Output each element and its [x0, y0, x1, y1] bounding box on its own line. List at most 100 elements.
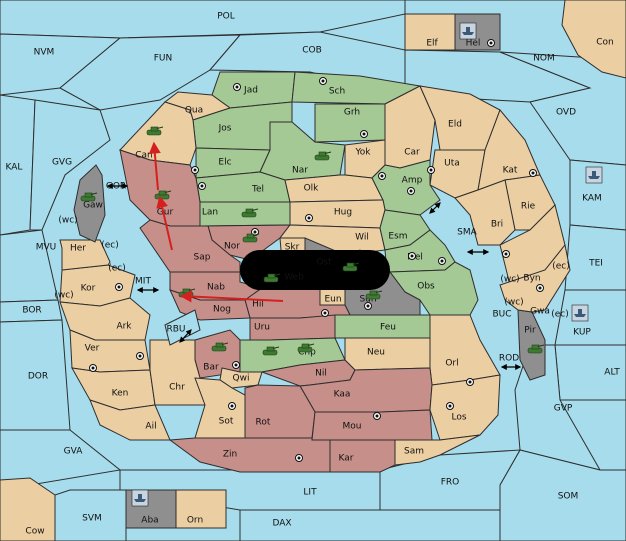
region-rot[interactable] — [244, 384, 316, 439]
region-lak[interactable] — [164, 309, 201, 346]
region-label: Ken — [112, 389, 129, 399]
region-sam[interactable] — [394, 434, 481, 466]
supply-center-icon — [232, 361, 240, 369]
region-label: Amp — [402, 176, 423, 186]
strait-label: MIT — [135, 277, 151, 287]
region-gaw[interactable] — [73, 164, 106, 243]
army-unit-icon[interactable] — [314, 151, 332, 161]
region-los[interactable] — [429, 374, 501, 441]
fleet-unit-icon[interactable] — [585, 166, 603, 184]
supply-center-icon — [446, 402, 454, 410]
supply-center-icon — [438, 257, 446, 265]
region-label: Sun — [359, 295, 376, 305]
region-label: Sot — [219, 417, 234, 427]
region-label: DOR — [28, 372, 48, 382]
region-label: GVP — [554, 404, 573, 414]
region-gwa[interactable] — [499, 243, 571, 313]
move-order-arrow — [148, 141, 161, 191]
region-label: GVA — [64, 447, 84, 457]
region-dax[interactable] — [239, 509, 501, 541]
region-tei[interactable] — [564, 224, 626, 291]
region-kam[interactable] — [569, 159, 626, 231]
fleet-unit-icon[interactable] — [131, 489, 149, 507]
army-unit-icon[interactable] — [242, 233, 260, 243]
region-label: SOM — [558, 492, 579, 502]
army-unit-icon[interactable] — [262, 346, 280, 356]
region-label: Ost — [316, 258, 332, 268]
region-label: Nog — [213, 305, 231, 315]
army-unit-icon[interactable] — [365, 290, 383, 300]
region-kar[interactable] — [329, 439, 396, 473]
supply-center-icon — [378, 172, 386, 180]
region-label: Can — [135, 151, 153, 161]
region-svm[interactable] — [54, 489, 127, 541]
region-label: Elc — [218, 158, 231, 168]
region-gvg[interactable] — [29, 99, 111, 231]
army-unit-icon[interactable] — [80, 192, 98, 202]
region-her[interactable] — [59, 239, 111, 271]
region-label: Chp — [298, 348, 316, 358]
coast-label: (ec) — [551, 310, 569, 320]
region-label: Obs — [417, 282, 435, 292]
region-label: Sap — [194, 253, 211, 263]
army-unit-icon[interactable] — [263, 273, 281, 283]
region-zin[interactable] — [168, 437, 331, 473]
region-label: Zin — [223, 450, 237, 460]
region-bri[interactable] — [454, 179, 516, 246]
region-cow[interactable] — [0, 477, 56, 541]
region-mou[interactable] — [311, 409, 433, 441]
supply-center-icon — [408, 252, 416, 260]
coast-label: (wc) — [500, 275, 519, 285]
supply-center-icon — [427, 166, 435, 174]
region-olk[interactable] — [284, 174, 384, 203]
region-label: Skr — [285, 243, 300, 253]
region-label: GVG — [52, 158, 72, 168]
units-layer — [80, 22, 603, 507]
region-orn[interactable] — [175, 489, 227, 529]
region-label: Grh — [344, 108, 360, 118]
region-label: Kar — [339, 454, 354, 464]
region-label: Kaa — [334, 390, 351, 400]
region-neu[interactable] — [344, 337, 431, 371]
strait-label: RBU — [166, 325, 185, 335]
region-label: Byn — [523, 274, 540, 284]
supply-center-icon — [373, 412, 381, 420]
region-label: Kat — [503, 166, 518, 176]
strait-label: SMA — [457, 228, 477, 238]
move-order-arrow — [156, 195, 173, 251]
army-unit-icon[interactable] — [342, 262, 360, 272]
army-unit-icon[interactable] — [297, 343, 315, 353]
region-label: Los — [451, 413, 466, 423]
supply-center-icon — [115, 283, 123, 291]
region-label: Nar — [292, 166, 308, 176]
army-unit-icon[interactable] — [527, 344, 545, 354]
region-label: NOM — [533, 54, 555, 64]
supply-centers-layer — [89, 39, 544, 462]
region-label: Uta — [444, 159, 460, 169]
region-label: Con — [596, 38, 614, 48]
region-label: Bri — [491, 220, 503, 230]
army-unit-icon[interactable] — [146, 126, 164, 136]
region-label: Rie — [521, 202, 536, 212]
region-kup[interactable] — [554, 289, 626, 346]
region-gur[interactable] — [119, 149, 201, 227]
region-label: Nor — [224, 242, 240, 252]
army-unit-icon[interactable] — [211, 342, 229, 352]
fleet-unit-icon[interactable] — [459, 22, 477, 40]
region-con[interactable] — [561, 0, 626, 79]
army-unit-icon[interactable] — [241, 208, 259, 218]
region-label: Gwa — [530, 307, 550, 317]
region-label: Esm — [388, 232, 407, 242]
region-label: Chr — [169, 383, 185, 393]
region-label: Uru — [254, 323, 270, 333]
region-label: Hel — [466, 39, 481, 49]
region-label: Lan — [202, 208, 218, 218]
region-label: Sam — [404, 447, 424, 457]
region-label: Olk — [304, 184, 320, 194]
fleet-unit-icon[interactable] — [571, 304, 589, 322]
coast-label: (wc) — [504, 298, 523, 308]
region-sap[interactable] — [139, 219, 241, 273]
orders-layer — [106, 141, 522, 370]
